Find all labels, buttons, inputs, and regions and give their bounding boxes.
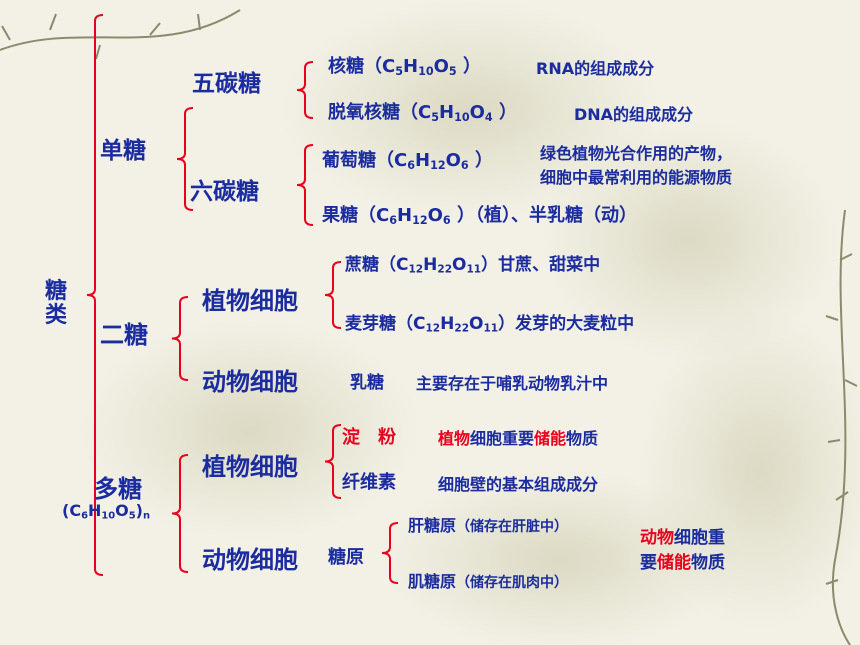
cellulose-desc: 细胞壁的基本组成成分 [438,475,599,494]
di-plant-label: 植物细胞 [202,287,298,315]
sucrose-formula: C12H22O11） [396,255,499,276]
maltose-formula: C12H22O11） [413,314,516,335]
right-vine-decoration [825,209,858,645]
di-bracket [171,296,189,381]
fructose-item: 果糖（C6H12O6 ）（植）、半乳糖（动） [322,205,637,227]
root-label: 糖类 [44,279,67,328]
hexose-label: 六碳糖 [190,179,259,205]
muscle-glycogen: 肌糖原（储存在肌肉中） [408,572,569,591]
di-label: 二糖 [100,321,148,349]
poly-animal-label: 动物细胞 [202,546,298,574]
poly-plant-label: 植物细胞 [202,453,298,481]
deoxyribose-formula: C5H10O4 ） [418,102,517,124]
starch-desc: 植物细胞重要储能物质 [438,429,599,448]
glycogen-item: 糖原 [328,547,364,568]
ribose-formula: C5H10O5 ） [382,56,481,78]
fructose-formula: C6H12O6 ） [376,205,475,227]
di-animal-label: 动物细胞 [202,368,298,396]
poly-label: 多糖 [94,475,142,503]
di-plant-bracket [324,261,342,329]
poly-formula: (C6H10O5)n [62,501,151,522]
top-vine-decoration [0,9,241,60]
deoxyribose-item: 脱氧核糖（C5H10O4 ） [328,102,517,124]
poly-bracket [171,454,189,573]
glucose-desc-line2: 细胞中最常利用的能源物质 [540,168,733,187]
root-bracket [86,14,104,576]
hexose-bracket [296,144,314,226]
glucose-formula: C6H12O6 ） [394,150,493,172]
lactose-item: 乳糖 [350,373,384,393]
maltose-item: 麦芽糖（C12H22O11）发芽的大麦粒中 [345,314,635,335]
pentose-bracket [296,61,314,119]
pentose-label: 五碳糖 [192,71,261,97]
starch-item: 淀 粉 [342,427,396,448]
cellulose-item: 纤维素 [342,472,396,493]
glucose-item: 葡萄糖（C6H12O6 ） [322,150,493,172]
glycogen-note-line2: 要储能物质 [640,553,725,573]
glycogen-bracket [381,522,399,584]
lactose-desc: 主要存在于哺乳动物乳汁中 [416,374,609,393]
mono-bracket [176,107,194,211]
ribose-desc: RNA的组成成分 [536,59,655,78]
mono-label: 单糖 [100,138,146,164]
sucrose-item: 蔗糖（C12H22O11）甘蔗、甜菜中 [345,255,601,276]
ribose-item: 核糖（C5H10O5 ） [328,56,481,78]
poly-plant-bracket [324,424,342,499]
liver-glycogen: 肝糖原（储存在肝脏中） [408,516,569,535]
glycogen-note-line1: 动物细胞重 [640,528,725,548]
deoxyribose-desc: DNA的组成成分 [574,105,694,124]
glucose-desc-line1: 绿色植物光合作用的产物， [540,144,733,163]
